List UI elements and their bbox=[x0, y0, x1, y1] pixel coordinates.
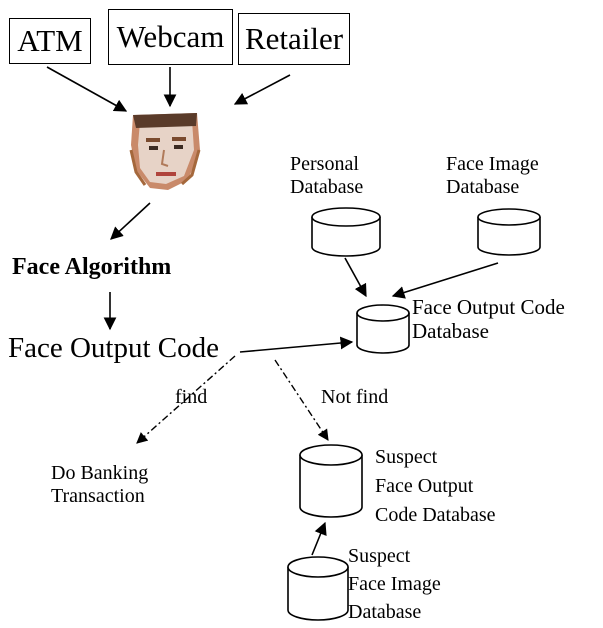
arrow-face-to-algorithm bbox=[110, 202, 151, 240]
suspect-face-output-code-database-cylinder-icon bbox=[299, 444, 363, 518]
face-output-code-label: Face Output Code bbox=[8, 332, 220, 364]
arrow-code-to-db bbox=[239, 336, 354, 353]
personal-database-cylinder-icon bbox=[311, 207, 381, 257]
arrow-retailer-to-face bbox=[233, 74, 291, 105]
webcam-source-box: Webcam bbox=[108, 9, 233, 65]
find-edge-label: find bbox=[175, 386, 208, 408]
retailer-label: Retailer bbox=[244, 21, 344, 56]
atm-source-box: ATM bbox=[9, 18, 91, 64]
arrow-suspectimage-to-suspectcode bbox=[311, 521, 327, 556]
arrow-faceimage-to-outputdb bbox=[391, 262, 499, 299]
arrow-personal-to-outputdb bbox=[344, 257, 367, 298]
arrow-find bbox=[136, 355, 236, 444]
face-algorithm-label: Face Algorithm bbox=[12, 254, 172, 280]
suspect-face-image-database-cylinder-icon bbox=[287, 556, 349, 621]
not-find-edge-label: Not find bbox=[321, 386, 389, 408]
face-output-code-database-cylinder-icon bbox=[356, 304, 410, 354]
atm-label: ATM bbox=[17, 23, 83, 58]
face-photo-icon bbox=[128, 110, 202, 192]
face-image-database-cylinder-icon bbox=[477, 208, 541, 256]
retailer-source-box: Retailer bbox=[238, 13, 350, 65]
arrow-not-find bbox=[274, 359, 329, 441]
arrow-atm-to-face bbox=[46, 66, 128, 112]
webcam-label: Webcam bbox=[116, 19, 225, 54]
